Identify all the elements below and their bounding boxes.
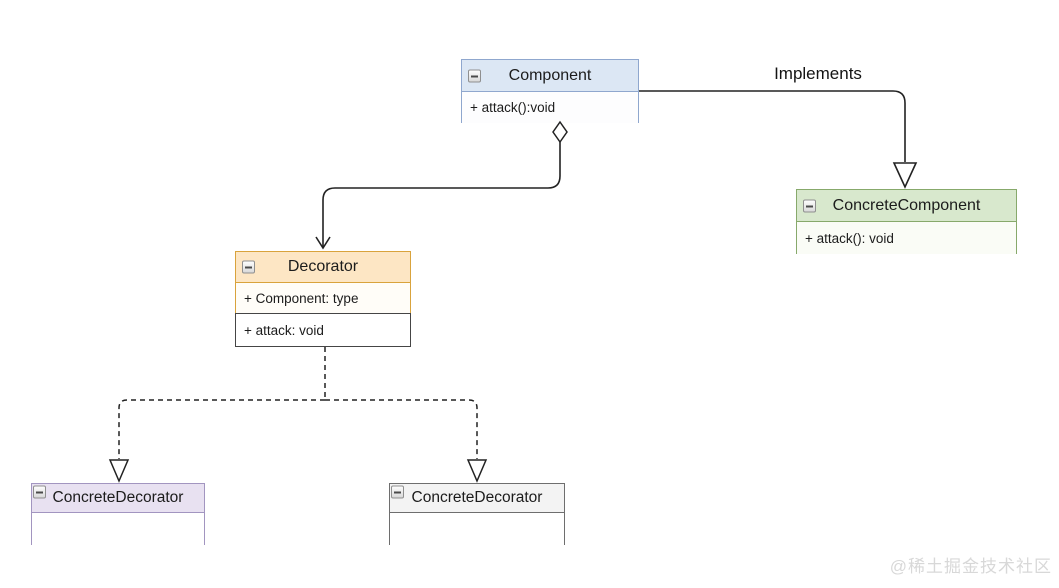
hollow-triangle-arrowhead bbox=[892, 162, 918, 189]
collapse-minus-icon[interactable] bbox=[803, 199, 816, 212]
collapse-minus-icon[interactable] bbox=[391, 485, 404, 499]
hollow-triangle-arrowhead bbox=[466, 459, 488, 483]
class-header: ConcreteDecorator bbox=[390, 484, 564, 513]
implements-connector bbox=[639, 90, 918, 189]
hollow-triangle-arrowhead bbox=[108, 459, 130, 483]
open-arrowhead bbox=[315, 236, 331, 250]
decorator-attribute-compartment[interactable]: + Component: type bbox=[235, 282, 411, 314]
class-header: Component bbox=[462, 60, 638, 92]
collapse-minus-icon[interactable] bbox=[468, 69, 481, 82]
class-header: ConcreteDecorator bbox=[32, 484, 204, 513]
class-box-concrete-decorator-left[interactable]: ConcreteDecorator bbox=[31, 483, 205, 545]
collapse-minus-icon[interactable] bbox=[242, 260, 255, 274]
class-title: Decorator bbox=[287, 258, 359, 275]
class-title: ConcreteDecorator bbox=[411, 489, 543, 506]
class-box-concrete-component[interactable]: ConcreteComponent + attack(): void bbox=[796, 189, 1017, 254]
class-title: Component bbox=[508, 66, 592, 84]
class-body-empty bbox=[390, 513, 564, 545]
realization-connector-right bbox=[325, 399, 488, 483]
class-box-component[interactable]: Component + attack():void bbox=[461, 59, 639, 123]
collapse-minus-icon[interactable] bbox=[33, 485, 46, 499]
aggregation-connector bbox=[315, 120, 568, 250]
class-box-decorator[interactable]: Decorator bbox=[235, 251, 411, 283]
realization-connector-left bbox=[108, 347, 326, 483]
watermark-text: @稀土掘金技术社区 bbox=[889, 557, 1052, 576]
hollow-diamond bbox=[552, 120, 568, 144]
class-member: + attack(): void bbox=[797, 222, 1016, 254]
class-header: ConcreteComponent bbox=[797, 190, 1016, 222]
implements-edge-label: Implements bbox=[774, 64, 862, 83]
class-title: ConcreteDecorator bbox=[52, 489, 184, 506]
decorator-method-compartment[interactable]: + attack: void bbox=[235, 313, 411, 347]
class-title: ConcreteComponent bbox=[832, 196, 981, 214]
class-box-concrete-decorator-mid[interactable]: ConcreteDecorator bbox=[389, 483, 565, 545]
class-member: + attack():void bbox=[462, 92, 638, 123]
class-body-empty bbox=[32, 513, 204, 545]
